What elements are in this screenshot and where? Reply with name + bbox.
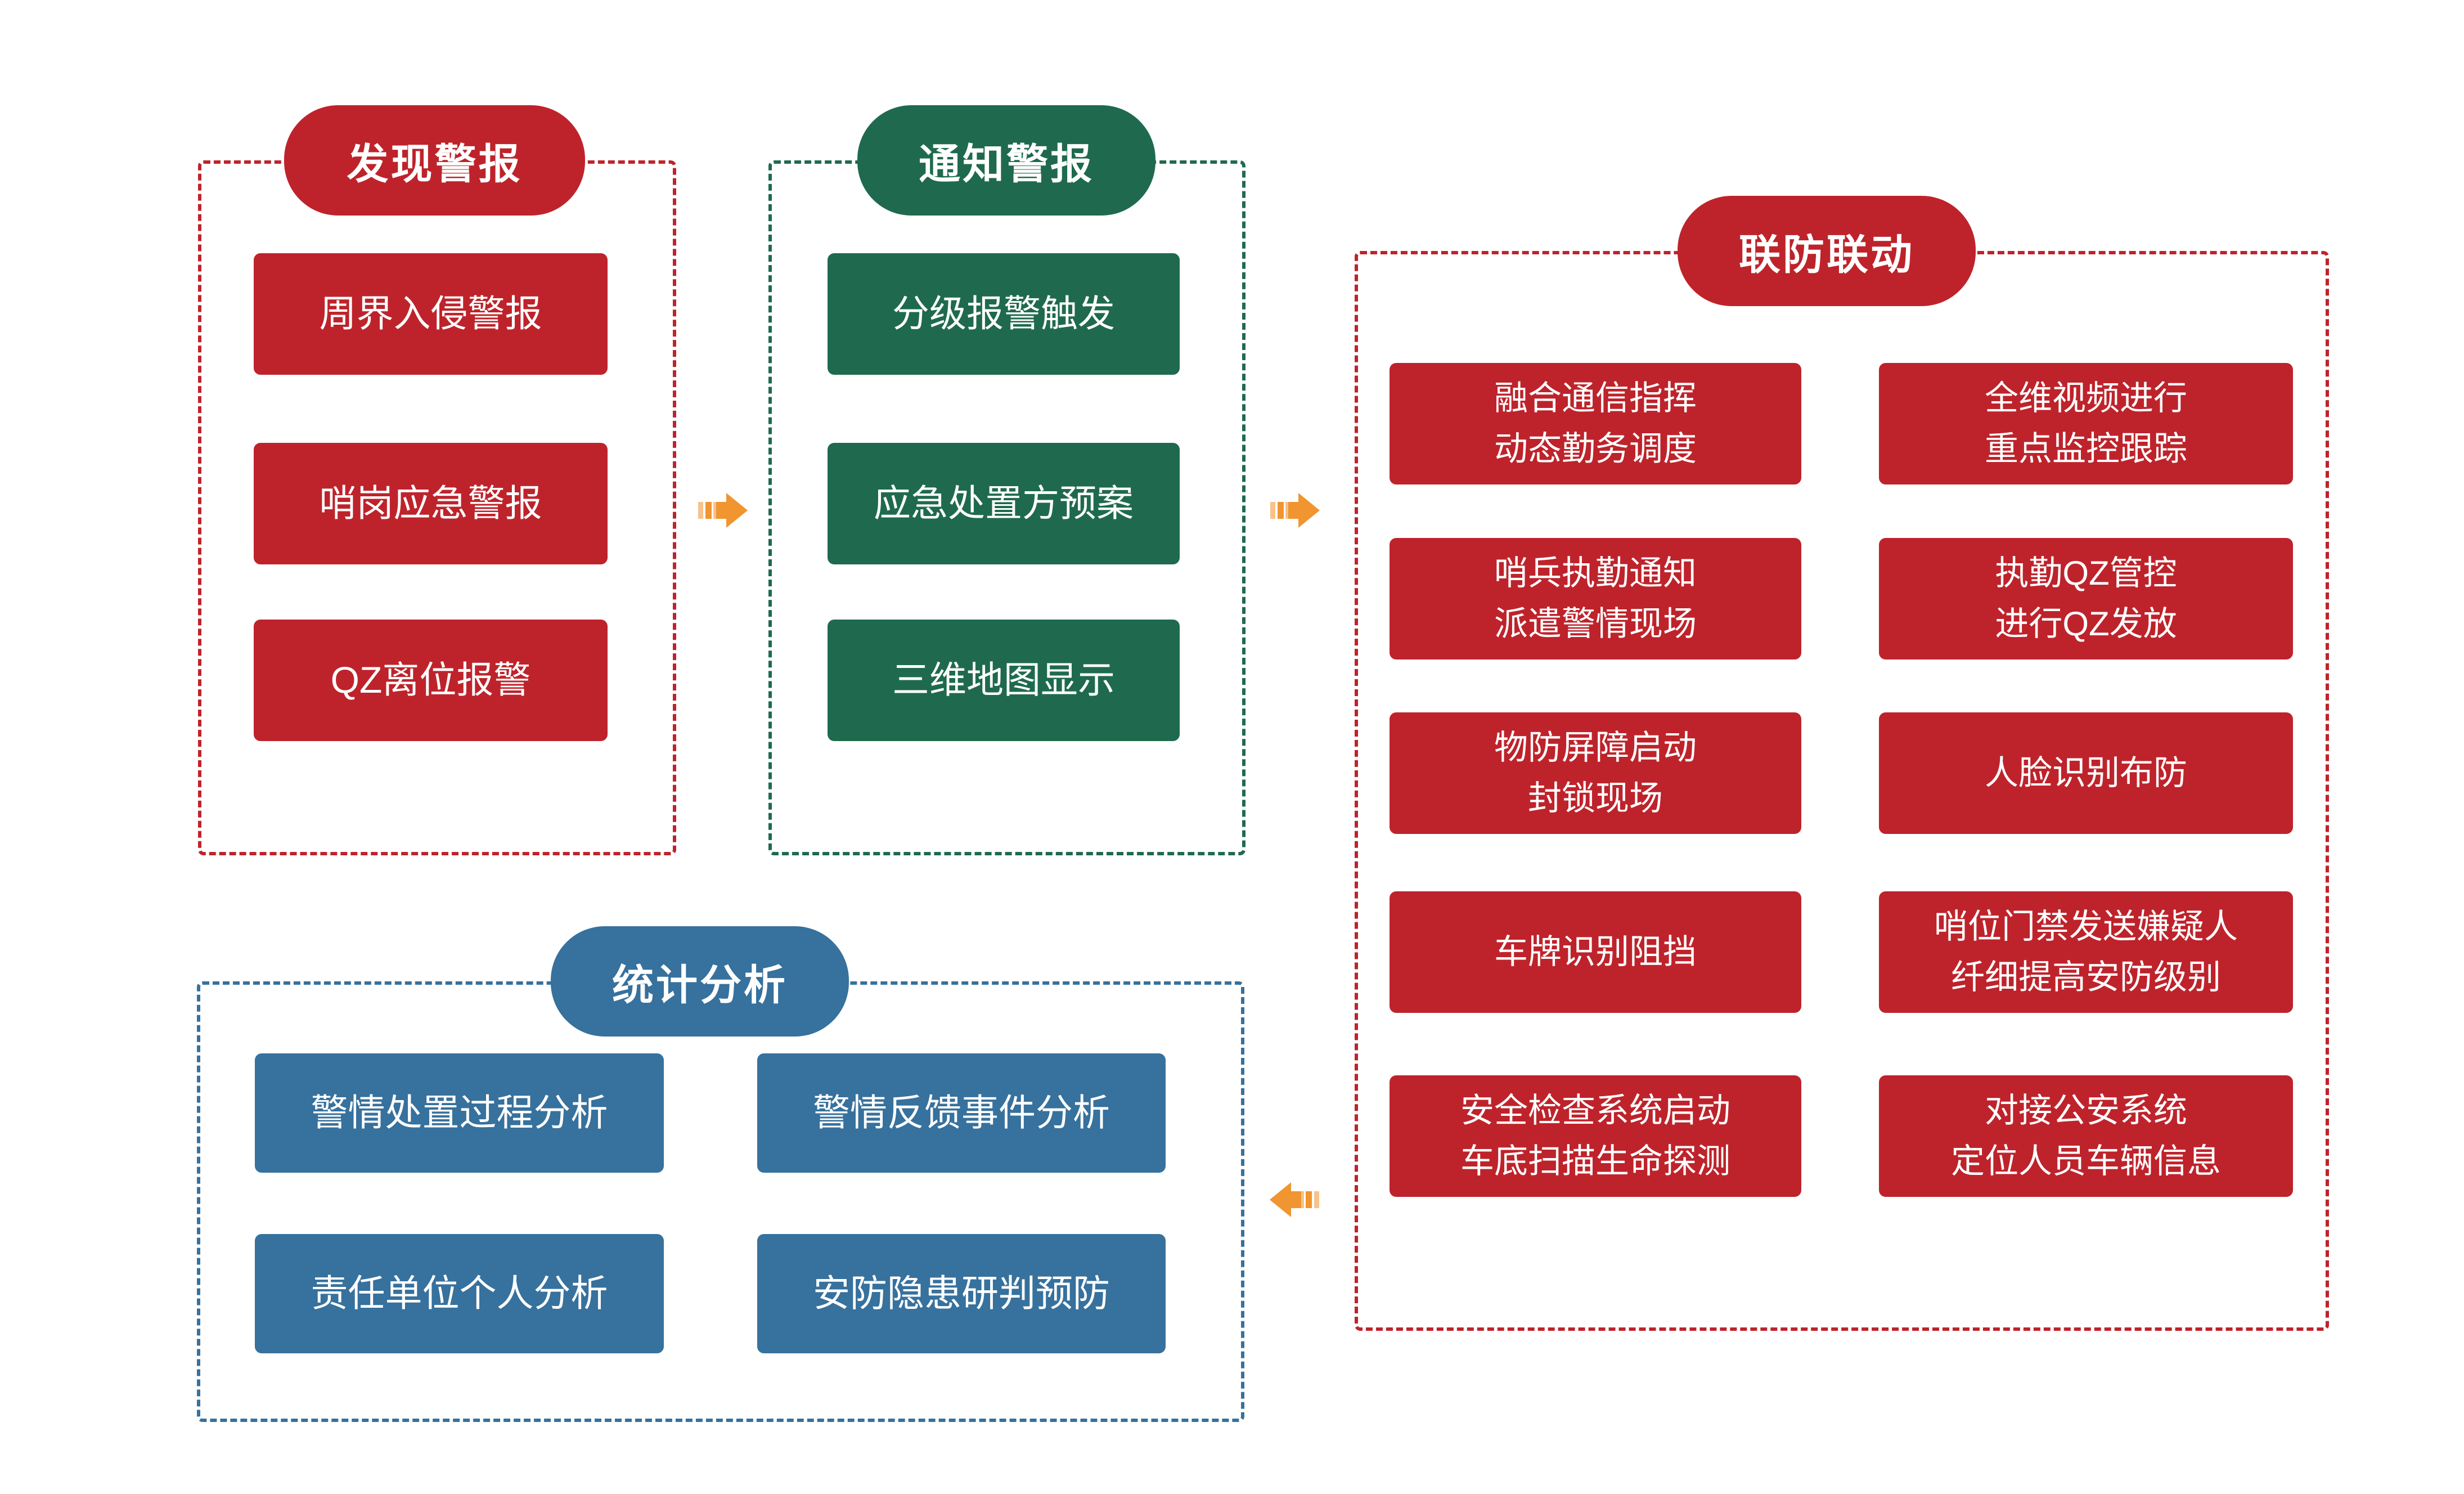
flow-box-omni-video: 全维视频进行 重点监控跟踪 — [1879, 363, 2293, 484]
flow-box-physical-barrier: 物防屏障启动 封锁现场 — [1390, 712, 1801, 834]
flow-box-sentry-duty-notice: 哨兵执勤通知 派遣警情现场 — [1390, 538, 1801, 659]
flow-box-police-system-link: 对接公安系统 定位人员车辆信息 — [1879, 1075, 2293, 1197]
flow-box-line: 执勤QZ管控 — [1995, 554, 2177, 592]
flow-box-fusion-comms: 融合通信指挥 动态勤务调度 — [1390, 363, 1801, 484]
flow-arrow-right-2 — [1270, 488, 1320, 535]
flow-box-responsible-unit-analysis: 责任单位个人分析 — [255, 1234, 664, 1353]
flow-box-label: 分级报警触发 — [892, 293, 1115, 335]
flow-box-line: 哨位门禁发送嫌疑人 — [1934, 908, 2238, 945]
flow-box-line: 封锁现场 — [1528, 779, 1663, 817]
flow-box-emergency-plan: 应急处置方预案 — [828, 443, 1180, 564]
flow-box-label: 责任单位个人分析 — [311, 1272, 608, 1314]
flow-box-qz-control: 执勤QZ管控 进行QZ发放 — [1879, 538, 2293, 659]
flow-box-line: 对接公安系统 — [1985, 1092, 2187, 1129]
arrow-right-icon — [1270, 493, 1320, 528]
flow-box-line: 哨兵执勤通知 — [1494, 554, 1697, 592]
discover-title-pill: 发现警报 — [284, 105, 585, 216]
discover-title: 发现警报 — [347, 140, 523, 187]
flow-box-face-recognition: 人脸识别布防 — [1879, 712, 2293, 834]
flow-box-perimeter-intrusion: 周界入侵警报 — [254, 253, 608, 375]
notify-title: 通知警报 — [919, 140, 1094, 187]
flow-box-label: 三维地图显示 — [892, 659, 1115, 701]
flow-box-plate-recognition: 车牌识别阻挡 — [1390, 891, 1801, 1013]
notify-title-pill: 通知警报 — [857, 105, 1155, 216]
flow-box-label: QZ离位报警 — [330, 659, 531, 701]
flow-box-label: 应急处置方预案 — [874, 482, 1134, 524]
flow-box-3d-map: 三维地图显示 — [828, 620, 1180, 741]
flow-box-line: 物防屏障启动 — [1494, 729, 1697, 766]
flow-box-line: 车牌识别阻挡 — [1494, 933, 1697, 971]
flow-box-line: 动态勤务调度 — [1494, 430, 1697, 468]
flow-box-qz-offpost: QZ离位报警 — [254, 620, 608, 741]
flow-box-handling-process-analysis: 警情处置过程分析 — [255, 1053, 664, 1173]
flow-box-line: 定位人员车辆信息 — [1951, 1142, 2221, 1180]
flow-box-line: 全维视频进行 — [1985, 379, 2187, 417]
arrow-right-icon — [698, 493, 748, 528]
flow-arrow-right-1 — [698, 488, 748, 535]
flow-box-line: 重点监控跟踪 — [1985, 430, 2187, 468]
flow-box-feedback-event-analysis: 警情反馈事件分析 — [757, 1053, 1166, 1173]
flow-box-line: 安全检查系统启动 — [1460, 1092, 1730, 1129]
flow-box-label: 警情反馈事件分析 — [813, 1092, 1110, 1134]
linkage-title-pill: 联防联动 — [1678, 196, 1976, 306]
flow-box-label: 哨岗应急警报 — [319, 482, 542, 524]
linkage-title: 联防联动 — [1739, 231, 1914, 278]
flow-box-label: 安防隐患研判预防 — [813, 1272, 1110, 1314]
flow-box-label: 周界入侵警报 — [319, 293, 542, 335]
flow-box-line: 纤细提高安防级别 — [1951, 958, 2221, 996]
flow-box-access-suspect-alert: 哨位门禁发送嫌疑人 纤细提高安防级别 — [1879, 891, 2293, 1013]
flow-box-hidden-danger-prediction: 安防隐患研判预防 — [757, 1234, 1166, 1353]
flow-box-line: 车底扫描生命探测 — [1460, 1142, 1730, 1180]
arrow-left-icon — [1270, 1182, 1319, 1217]
flow-box-line: 进行QZ发放 — [1995, 605, 2177, 643]
stats-title: 统计分析 — [612, 961, 788, 1008]
flow-arrow-left — [1270, 1178, 1319, 1224]
flow-box-tiered-alarm: 分级报警触发 — [828, 253, 1180, 375]
flow-box-security-check-scan: 安全检查系统启动 车底扫描生命探测 — [1390, 1075, 1801, 1197]
flow-box-line: 人脸识别布防 — [1985, 754, 2187, 792]
stats-panel-border — [197, 981, 1244, 1422]
flow-box-line: 派遣警情现场 — [1494, 605, 1697, 643]
stats-title-pill: 统计分析 — [551, 926, 849, 1037]
flow-box-sentry-emergency: 哨岗应急警报 — [254, 443, 608, 564]
flow-box-line: 融合通信指挥 — [1494, 379, 1697, 417]
flow-box-label: 警情处置过程分析 — [311, 1092, 608, 1134]
